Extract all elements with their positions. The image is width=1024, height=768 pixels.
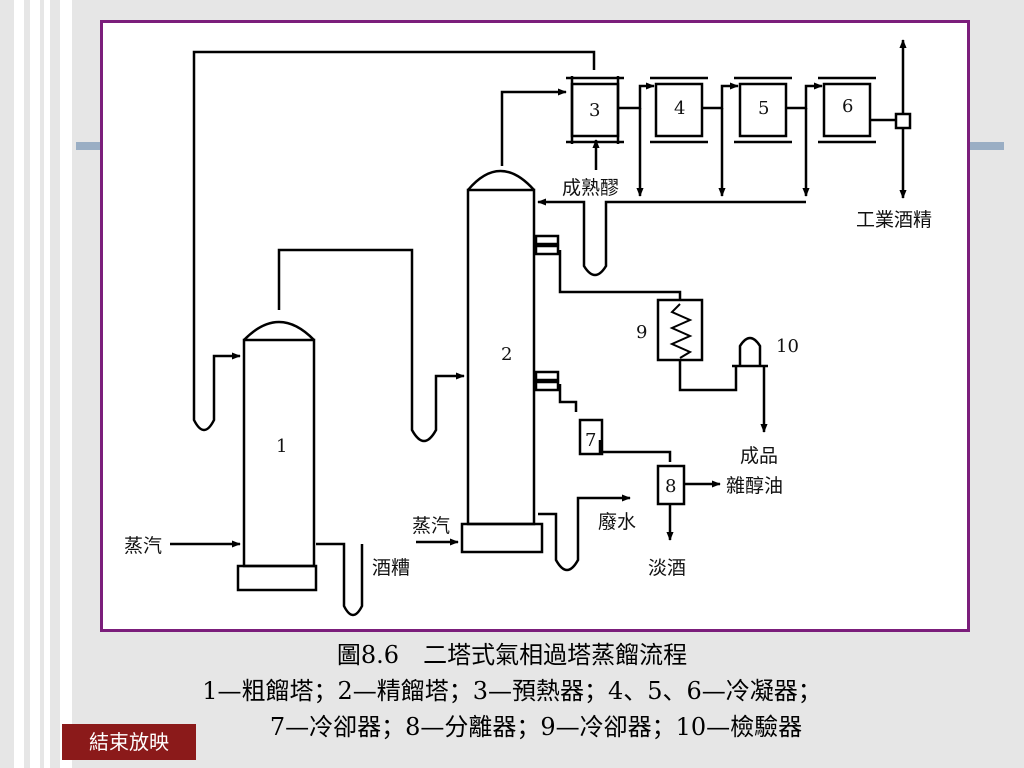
column-1 xyxy=(236,320,318,592)
pipe-vapour-1-2 xyxy=(277,248,465,443)
bg-bar-left xyxy=(76,142,102,150)
inspector-10 xyxy=(732,336,768,368)
pipe-top-recycle xyxy=(192,50,596,432)
column-2 xyxy=(460,169,560,554)
pipe-sidedraw-7 xyxy=(558,384,578,412)
unit-label-6: 6 xyxy=(842,96,853,117)
figure-legend-line2: 7—冷卻器；8—分離器；9—冷卻器；10—檢驗器 xyxy=(269,713,803,741)
unit-label-4: 4 xyxy=(674,98,685,119)
bg-stripe xyxy=(60,0,72,768)
cooler-7 xyxy=(578,418,604,456)
unit-label-5: 5 xyxy=(758,98,769,119)
distillation-flow-diagram: 1 2 3 4 5 6 7 8 9 10 蒸汽 蒸汽 酒糟 廢水 淡酒 成熟醪 … xyxy=(124,39,932,617)
bg-stripe xyxy=(30,0,40,768)
pipe-chain-4-5 xyxy=(702,82,739,110)
cooler-9 xyxy=(656,298,704,362)
pipe-9-10 xyxy=(678,360,738,392)
pipe-7-8 xyxy=(598,440,672,462)
condenser-5 xyxy=(734,76,792,144)
unit-label-10: 10 xyxy=(776,336,799,357)
label-stillage: 酒糟 xyxy=(372,557,410,579)
pipe-chain-5-6 xyxy=(786,82,823,110)
pipe-vapour-2-3 xyxy=(500,88,567,166)
label-steam-right: 蒸汽 xyxy=(412,515,450,537)
label-aged-mash: 成熟醪 xyxy=(562,177,619,199)
pipe-sidedraw-9 xyxy=(558,250,682,300)
label-weak-alcohol: 淡酒 xyxy=(648,557,686,579)
label-industrial-alcohol: 工業酒精 xyxy=(856,209,932,231)
figure-legend-line1: 1—粗餾塔；2—精餾塔；3—預熱器；4、5、6—冷凝器； xyxy=(202,677,822,705)
unit-label-1: 1 xyxy=(276,436,287,457)
unit-label-2: 2 xyxy=(501,344,512,365)
unit-label-7: 7 xyxy=(585,430,596,451)
valve-junction xyxy=(894,112,912,130)
bg-bar-right xyxy=(970,142,1004,150)
condenser-6 xyxy=(818,76,876,144)
bg-stripe xyxy=(14,0,24,768)
end-show-button[interactable]: 結束放映 xyxy=(62,724,196,760)
bg-stripe xyxy=(44,0,50,768)
unit-label-3: 3 xyxy=(589,100,600,121)
unit-label-8: 8 xyxy=(665,476,676,497)
pipe-reflux xyxy=(537,198,806,277)
label-fusel-line2: 雜醇油 xyxy=(726,475,783,497)
figure-title: 圖8.6 二塔式氣相過塔蒸餾流程 xyxy=(336,641,688,669)
label-wastewater: 廢水 xyxy=(598,511,636,533)
condenser-4 xyxy=(650,76,708,144)
label-fusel-line1: 成品 xyxy=(740,445,778,467)
separator-8 xyxy=(656,464,686,506)
unit-label-9: 9 xyxy=(636,322,647,343)
pipe-chain-3-4 xyxy=(618,82,655,110)
pipe-wastewater xyxy=(538,494,631,572)
preheater-3 xyxy=(566,76,624,144)
pipe-stillage xyxy=(316,542,364,617)
label-steam-left: 蒸汽 xyxy=(124,535,162,557)
